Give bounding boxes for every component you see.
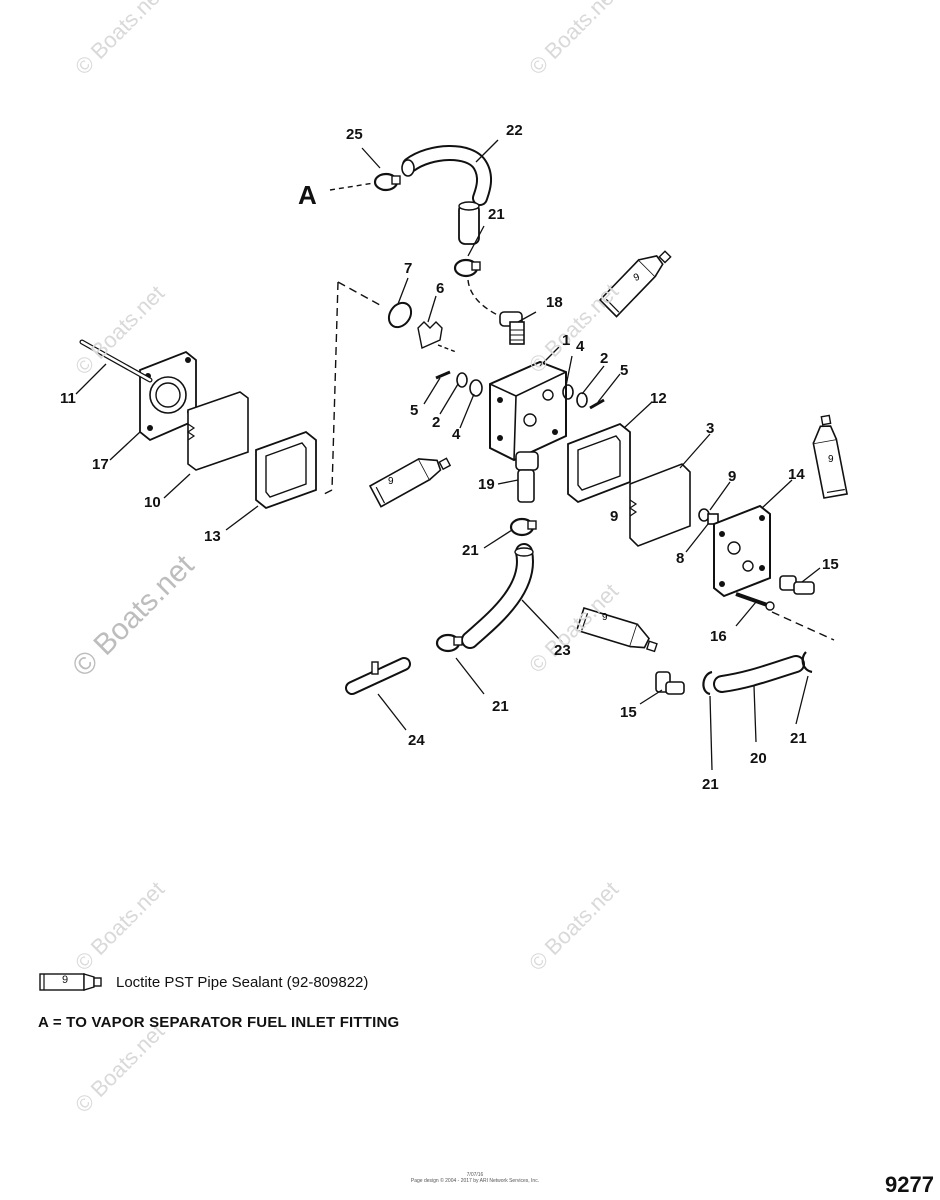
fitting-15-upper [779, 575, 815, 595]
callout-18: 18 [546, 294, 563, 311]
callout-9: 9 [728, 468, 737, 485]
footer-line-2: Page design © 2004 - 2017 by ARI Network… [410, 1178, 540, 1184]
screw-5-left [435, 370, 451, 380]
callout-2-right: 2 [600, 350, 609, 367]
callout-21-bottom: 21 [702, 776, 719, 793]
fitting-19 [515, 451, 539, 503]
callout-23: 23 [554, 642, 571, 659]
fitting-18 [499, 311, 525, 345]
callout-21: 21 [488, 206, 505, 223]
callout-15-upper: 15 [822, 556, 839, 573]
callout-5-right: 5 [620, 362, 629, 379]
o-ring-4-left [469, 379, 483, 397]
check-valve-2-left [456, 372, 468, 388]
diaphragm-10 [186, 391, 249, 471]
hose-21-upper [458, 201, 480, 245]
spring-6 [417, 321, 443, 349]
stud-11 [79, 339, 153, 383]
callout-2-left: 2 [432, 414, 441, 431]
callout-25: 25 [346, 126, 363, 143]
callout-24: 24 [408, 732, 425, 749]
clamp-21-right-of-20 [801, 651, 813, 674]
hose-20 [713, 655, 805, 693]
reference-label-a: A [298, 180, 317, 210]
hose-22 [401, 145, 493, 206]
callout-13: 13 [204, 528, 221, 545]
hose-23 [461, 543, 534, 649]
svg-text:9: 9 [632, 271, 642, 284]
callout-21-mid: 21 [462, 542, 479, 559]
callout-5-left: 5 [410, 402, 419, 419]
callout-17: 17 [92, 456, 109, 473]
tube-lower-number: 9 [602, 612, 608, 623]
callout-21-lower: 21 [492, 698, 509, 715]
fuel-pump-body-1 [489, 360, 567, 462]
callout-16: 16 [710, 628, 727, 645]
callout-6: 6 [436, 280, 445, 297]
clamp-21-left-of-20 [702, 670, 713, 696]
gasket-12 [567, 422, 631, 504]
footer: 7/07/16 Page design © 2004 - 2017 by ARI… [410, 1172, 540, 1184]
callout-4-left: 4 [452, 426, 461, 443]
legend: 9 Loctite PST Pipe Sealant (92-809822) [38, 970, 368, 994]
callout-1: 1 [562, 332, 571, 349]
callout-15-lower: 15 [620, 704, 637, 721]
tube-right-number: 9 [828, 454, 834, 465]
callout-20: 20 [750, 750, 767, 767]
callout-21-right: 21 [790, 730, 807, 747]
sealant-tube-top: 9 [590, 246, 685, 321]
screw-16 [735, 592, 775, 611]
callout-10: 10 [144, 494, 161, 511]
diaphragm-3 [628, 463, 691, 547]
o-ring-4-right [562, 384, 574, 400]
clamp-21-upper [453, 258, 482, 278]
fitting-15-lower [655, 671, 685, 695]
callout-4-right: 4 [576, 338, 585, 355]
clamp-21-lower [435, 633, 464, 653]
sealant-tube-left [366, 453, 456, 509]
callout-3: 3 [706, 420, 715, 437]
callout-9-b: 9 [610, 508, 619, 525]
tee-fitting-24 [345, 657, 411, 695]
callout-22: 22 [506, 122, 523, 139]
footer-line-1: 7/07/16 [466, 1172, 484, 1178]
callout-19: 19 [478, 476, 495, 493]
clamp-25 [373, 172, 402, 192]
screw-5-right [589, 398, 605, 410]
reference-note: A = TO VAPOR SEPARATOR FUEL INLET FITTIN… [38, 1014, 400, 1031]
page-number: 9277 [885, 1172, 934, 1197]
leader-lines [75, 139, 821, 771]
sealant-tube-icon [39, 973, 102, 991]
check-valve-disk-7 [387, 301, 413, 329]
legend-text: Loctite PST Pipe Sealant (92-809822) [116, 973, 369, 991]
legend-tube-number: 9 [62, 974, 69, 986]
check-valve-2-right [576, 392, 588, 408]
gasket-13 [255, 430, 317, 510]
pump-cover-plate-17 [139, 350, 197, 442]
clamp-21-mid [509, 517, 538, 537]
callout-11: 11 [60, 390, 76, 407]
tube-left-number: 9 [388, 476, 394, 487]
callout-7: 7 [404, 260, 413, 277]
pump-cover-14 [713, 504, 771, 598]
callout-8: 8 [676, 550, 685, 567]
callout-14: 14 [788, 466, 805, 483]
callout-12: 12 [650, 390, 667, 407]
